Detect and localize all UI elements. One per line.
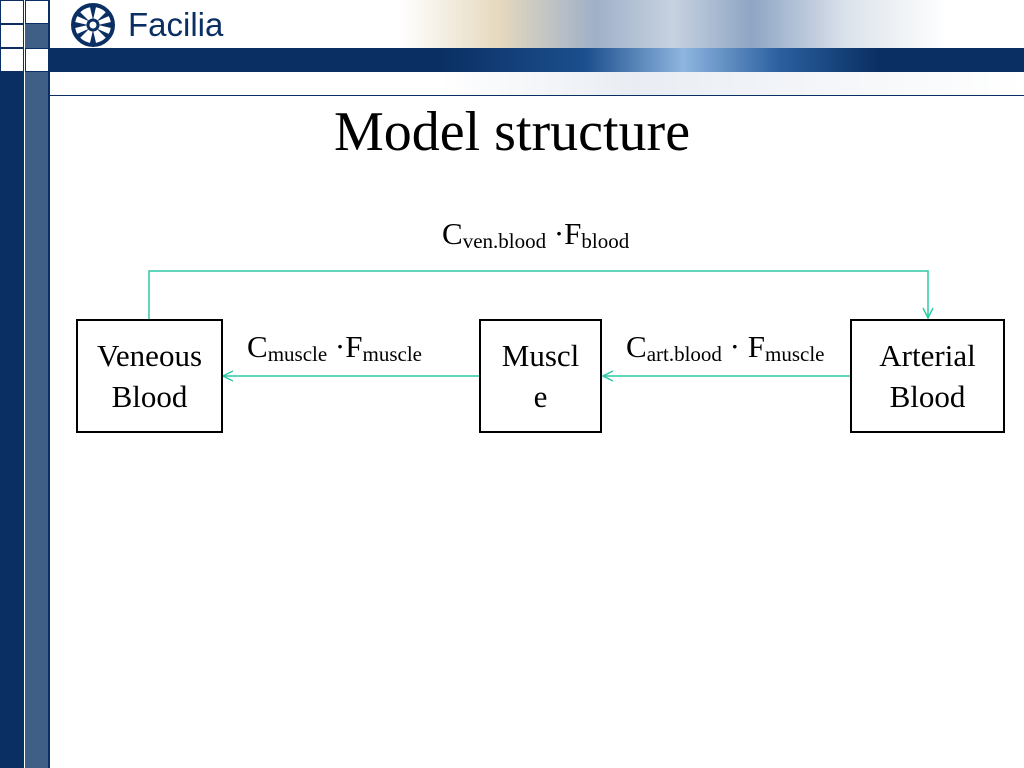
flow-dot: · [327,329,346,364]
flow-c-sub: art.blood [646,342,722,366]
header-subbar [50,72,1024,96]
band-edge [48,0,50,768]
band-square [25,0,49,24]
band-square [0,72,24,96]
flow-c-sub: muscle [267,342,328,366]
flow-f: F [564,216,582,251]
band-square [25,48,49,72]
header-bar [50,48,1024,72]
node-arterial-blood: Arterial Blood [850,319,1005,433]
node-label-line: Blood [889,379,966,414]
flow-label-veneous-to-arterial: Cven.blood ·Fblood [442,216,629,254]
facilia-logo: Facilia [62,2,223,48]
band-column-slate [25,96,49,768]
band-square [0,0,24,24]
logo-wordmark: Facilia [128,6,224,43]
band-column-dark [0,96,24,768]
node-label-line: Arterial [879,338,976,373]
flow-f: F [747,329,765,364]
flow-c-sub: ven.blood [462,229,547,253]
band-square [25,72,49,96]
left-decor-band [0,0,50,768]
flow-f: F [345,329,363,364]
flow-dot: · [546,216,565,251]
flow-f-sub: blood [581,229,630,253]
node-label-line: Blood [111,379,188,414]
node-label-line: Veneous [96,338,203,373]
node-label-line: e [533,379,548,414]
slide-title: Model structure [333,101,691,163]
flow-c: C [247,329,268,364]
node-muscle: Muscl e [479,319,602,433]
arrow-veneous-to-arterial [148,270,928,320]
flow-c: C [626,329,647,364]
band-square [0,48,24,72]
flow-dot: · [721,329,748,364]
band-square [0,24,24,48]
flow-label-muscle-to-veneous: Cmuscle ·Fmuscle [247,329,422,367]
flow-f-sub: muscle [765,342,825,366]
band-square [25,24,49,48]
flow-c: C [442,216,463,251]
flow-f-sub: muscle [362,342,422,366]
node-veneous-blood: Veneous Blood [76,319,223,433]
sun-wheel-icon [71,3,115,47]
node-label-line: Muscl [501,338,580,373]
flow-label-arterial-to-muscle: Cart.blood · Fmuscle [626,329,824,367]
